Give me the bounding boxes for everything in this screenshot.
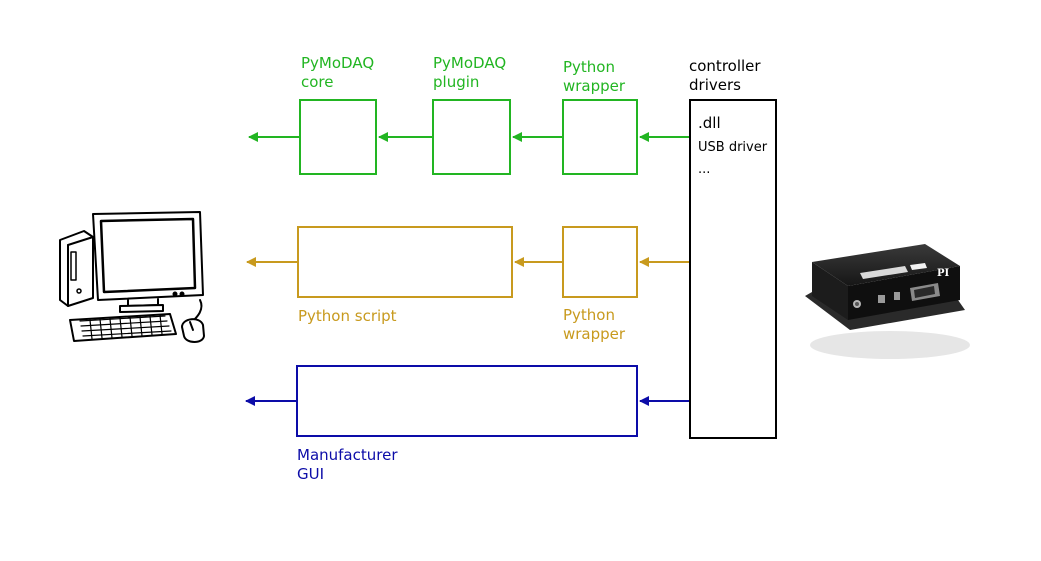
driver-item-more: ... — [698, 162, 711, 177]
python-script-box — [297, 226, 513, 298]
manufacturer-gui-box — [296, 365, 638, 437]
python-wrapper-top-label: Python wrapper — [563, 58, 626, 95]
driver-item-dll: .dll — [698, 114, 721, 132]
pymodaq-core-box — [299, 99, 377, 175]
driver-item-usb: USB driver — [698, 140, 768, 155]
pymodaq-row — [248, 99, 689, 175]
pymodaq-plugin-box — [432, 99, 511, 175]
python-script-row — [246, 226, 689, 298]
pymodaq-plugin-label: PyMoDAQ plugin — [433, 54, 507, 91]
device-brand-logo: PI — [937, 268, 950, 279]
pymodaq-core-label: PyMoDAQ core — [301, 54, 375, 91]
computer-icon — [59, 211, 205, 343]
controller-drivers-label: controller drivers — [689, 57, 761, 94]
manufacturer-gui-row — [245, 365, 689, 437]
python-wrapper-mid-label: Python wrapper — [563, 306, 626, 343]
controller-drivers-box — [689, 99, 777, 439]
python-wrapper-mid-box — [562, 226, 638, 298]
python-script-label: Python script — [298, 307, 397, 325]
controller-device-image — [805, 244, 970, 359]
manufacturer-gui-label: Manufacturer GUI — [297, 446, 398, 483]
python-wrapper-top-box — [562, 99, 638, 175]
